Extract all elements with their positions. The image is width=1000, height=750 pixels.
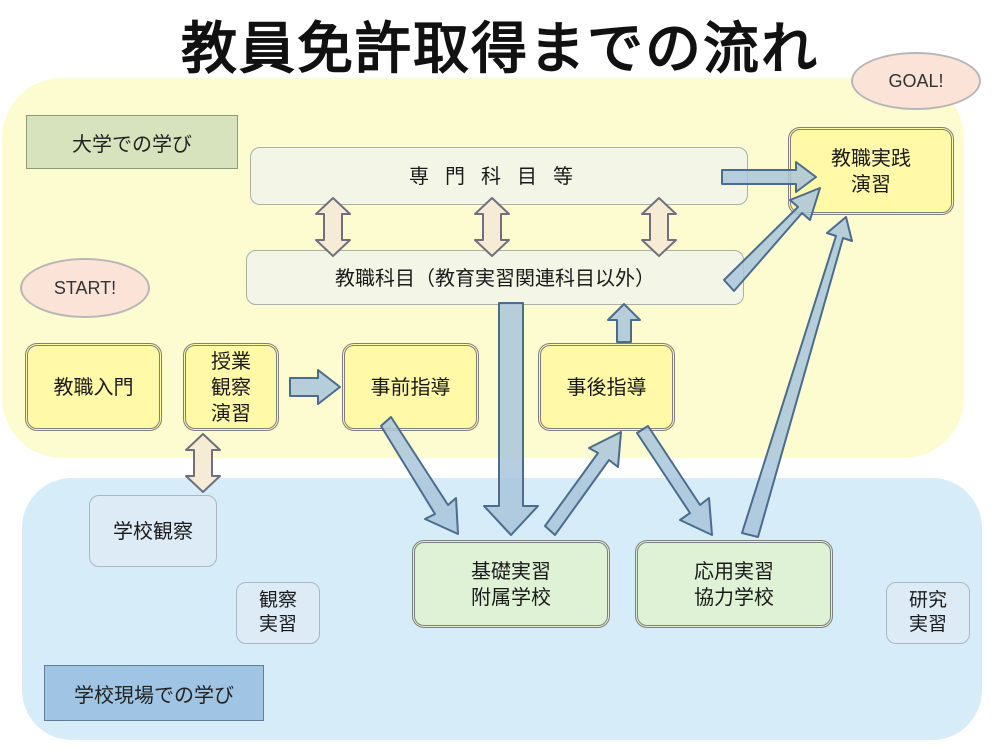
jigo-shido-box: 事後指導	[538, 343, 675, 431]
gakko-kansatsu-box: 学校観察	[89, 495, 217, 567]
kansatsu-jisshu-box: 観察 実習	[236, 582, 320, 644]
page-title: 教員免許取得までの流れ	[181, 17, 819, 82]
kyoshoku-jissen-box: 教職実践 演習	[788, 127, 954, 215]
kiso-jisshu-box: 基礎実習 附属学校	[412, 540, 610, 628]
start-marker: START!	[20, 258, 150, 318]
kenkyu-jisshu-box: 研究 実習	[886, 582, 970, 644]
jugyo-kansatsu-box: 授業 観察 演習	[183, 343, 279, 431]
senmon-kamoku-box: 専門科目等	[250, 147, 748, 205]
goal-marker: GOAL!	[851, 52, 981, 110]
kyoshoku-nyumon-box: 教職入門	[25, 343, 162, 431]
university-zone-label: 大学での学び	[26, 115, 238, 169]
school-zone-label: 学校現場での学び	[44, 665, 264, 721]
kyoshoku-kamoku-box: 教職科目（教育実習関連科目以外）	[246, 250, 744, 305]
jizen-shido-box: 事前指導	[342, 343, 479, 431]
oyo-jisshu-box: 応用実習 協力学校	[635, 540, 833, 628]
